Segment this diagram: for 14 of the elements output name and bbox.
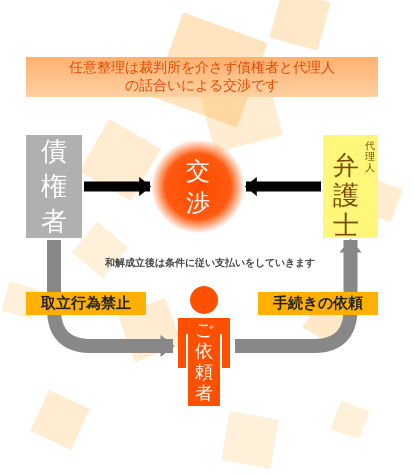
creditor-box: 債権者 [26,135,82,238]
lawyer-label: 弁護士 [333,151,359,241]
arrow [235,238,362,353]
client-label: ご依頼者 [195,320,213,404]
edge-label: 手続きの依頼 [258,292,378,315]
arrow [47,240,174,358]
lawyer-box [323,135,378,238]
arrow [244,176,321,196]
banner: 任意整理は裁判所を介さず債権者と代理人の話合いによる交渉です [26,57,378,97]
negotiation-circle: 交渉 [152,140,244,233]
role-label: 代理人 [365,141,375,174]
note: 和解成立後は条件に従い支払いをしていきます [104,256,316,270]
arrow [84,176,152,196]
edge-label: 取立行為禁止 [26,292,146,315]
